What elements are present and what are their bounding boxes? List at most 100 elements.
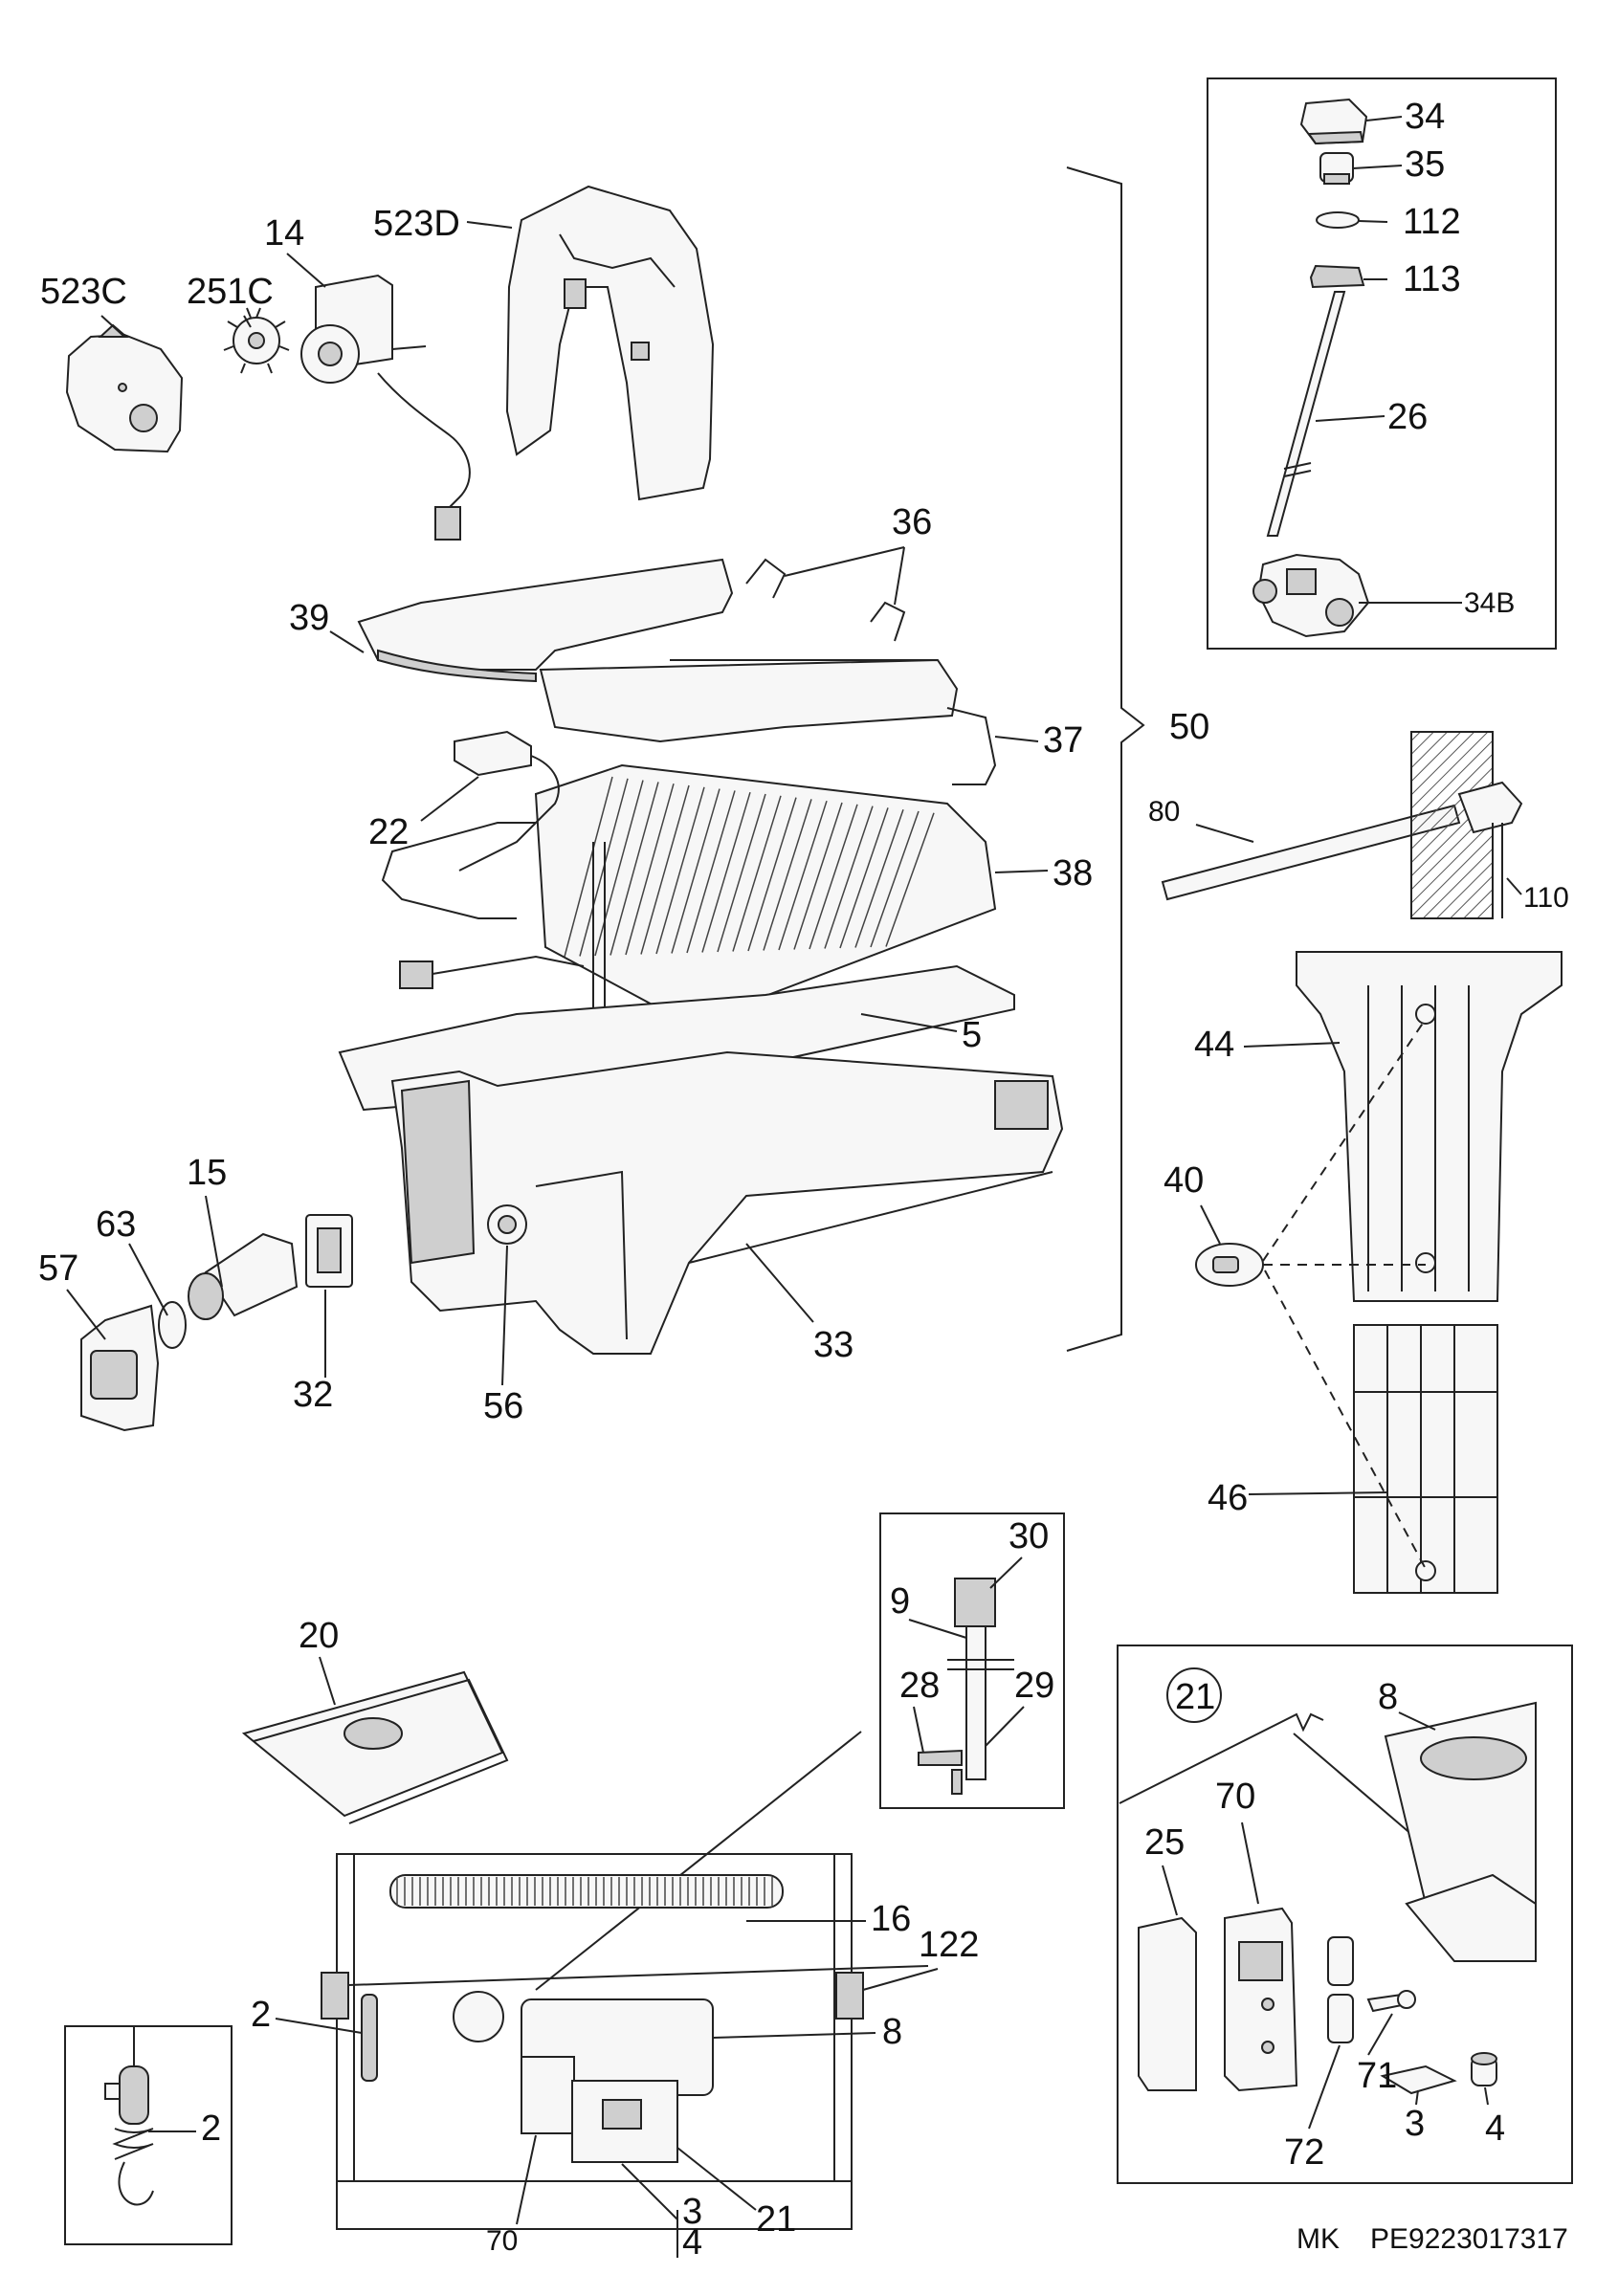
label-28: 28 (899, 1666, 940, 1706)
label-122: 122 (919, 1925, 979, 1965)
part-16-condenser (389, 1874, 784, 1909)
part-70-relay (521, 2056, 575, 2134)
part-523c-cover (65, 323, 184, 453)
part-9-heater-rod (918, 1578, 1014, 1795)
label-4a: 4 (1485, 2108, 1505, 2149)
part-63-ring (158, 1301, 187, 1349)
label-70b: 70 (486, 2225, 518, 2257)
label-5: 5 (962, 1015, 982, 1055)
label-113: 113 (1403, 259, 1461, 299)
part-3-clip-closeup (1380, 2064, 1457, 2095)
part-38-evaporator (381, 763, 997, 1330)
label-37: 37 (1043, 720, 1083, 761)
label-57: 57 (38, 1248, 78, 1289)
part-8-compressor-closeup (1384, 1701, 1537, 1962)
part-2-thermal-sensor (361, 1994, 378, 2082)
part-34-cap (1299, 98, 1368, 145)
part-33-housing (390, 1050, 1064, 1355)
part-35-nut (1319, 152, 1354, 185)
part-22-thermostat (454, 730, 560, 872)
label-9: 9 (890, 1581, 910, 1622)
part-57-flap (80, 1304, 160, 1432)
part-113-insert (1309, 264, 1365, 289)
label-30: 30 (1008, 1516, 1049, 1556)
label-38: 38 (1053, 853, 1093, 894)
part-251c-fan (223, 307, 290, 374)
part-110-heater (1410, 731, 1523, 919)
part-8-compressor (453, 1991, 714, 2096)
label-32: 32 (293, 1375, 333, 1415)
label-39: 39 (289, 598, 329, 638)
label-8a: 8 (1378, 1677, 1398, 1717)
label-8b: 8 (882, 2012, 902, 2052)
label-15: 15 (187, 1153, 227, 1193)
label-46: 46 (1208, 1478, 1248, 1518)
label-72: 72 (1284, 2132, 1324, 2173)
label-20: 20 (299, 1616, 339, 1656)
label-523c: 523C (40, 272, 127, 312)
part-4-grommet-closeup (1471, 2052, 1497, 2086)
label-26: 26 (1387, 397, 1428, 437)
part-21-relay-box (571, 2080, 678, 2163)
label-80: 80 (1148, 796, 1180, 828)
label-3b: 3 (682, 2192, 702, 2232)
label-3a: 3 (1405, 2104, 1425, 2144)
part-32-gasket (305, 1214, 353, 1288)
part-72-clip (1327, 1936, 1354, 2043)
bracket-21 (1119, 1712, 1324, 1804)
label-50: 50 (1169, 707, 1209, 747)
footer-maker: MK (1297, 2223, 1340, 2255)
label-44: 44 (1194, 1025, 1234, 1065)
leader-to-cabinet (535, 1731, 862, 1991)
part-40-lamp (1195, 1243, 1264, 1287)
relay-inset-frame (1117, 1645, 1573, 2184)
label-29: 29 (1014, 1666, 1054, 1706)
label-21b: 21 (756, 2199, 796, 2240)
label-110: 110 (1523, 882, 1569, 914)
label-40: 40 (1164, 1160, 1204, 1201)
part-122-brackets (321, 1972, 864, 2020)
label-14: 14 (264, 213, 304, 254)
label-112: 112 (1403, 202, 1461, 242)
part-46-panel (1353, 1324, 1498, 1594)
label-71: 71 (1357, 2056, 1397, 2096)
part-56-outlet (487, 1204, 527, 1245)
part-70-relay-closeup (1224, 1907, 1298, 2092)
part-44-panel (1296, 951, 1563, 1302)
part-36-clips (745, 558, 906, 642)
lamp-position-dashes (1262, 1018, 1427, 1570)
label-35: 35 (1405, 144, 1445, 185)
label-34b: 34B (1464, 587, 1515, 619)
part-71-screw (1366, 1990, 1416, 2013)
label-22: 22 (368, 812, 409, 852)
label-34: 34 (1405, 97, 1445, 137)
part-26-tube (1266, 291, 1346, 537)
sensor-inset-frame (64, 2025, 233, 2245)
part-25-cover (1138, 1916, 1197, 2091)
label-16: 16 (871, 1899, 911, 1939)
cabinet-back (336, 1853, 853, 2230)
label-523d: 523D (373, 204, 460, 244)
footer-code: PE9223017317 (1370, 2223, 1568, 2255)
circle-21 (1166, 1667, 1222, 1723)
part-37-tube (946, 707, 997, 785)
label-70a: 70 (1215, 1777, 1255, 1817)
part-2-sensor-closeup (104, 2026, 154, 2206)
part-14-fan-motor (300, 274, 471, 541)
valve-inset-frame (1207, 77, 1557, 650)
label-2a: 2 (251, 1995, 271, 2035)
part-15-chute (188, 1232, 299, 1320)
label-56: 56 (483, 1386, 523, 1426)
label-4b: 4 (682, 2222, 702, 2263)
defrost-inset-frame (879, 1512, 1065, 1809)
label-33: 33 (813, 1325, 853, 1365)
bracket-50 (1066, 166, 1145, 1352)
label-21-circle: 21 (1175, 1677, 1215, 1717)
part-34b-water-valve (1252, 553, 1370, 638)
label-36: 36 (892, 502, 932, 542)
label-2b: 2 (201, 2108, 221, 2149)
label-251c: 251C (187, 272, 274, 312)
part-112-ring (1316, 211, 1360, 229)
part-39-top-cover (357, 558, 959, 743)
